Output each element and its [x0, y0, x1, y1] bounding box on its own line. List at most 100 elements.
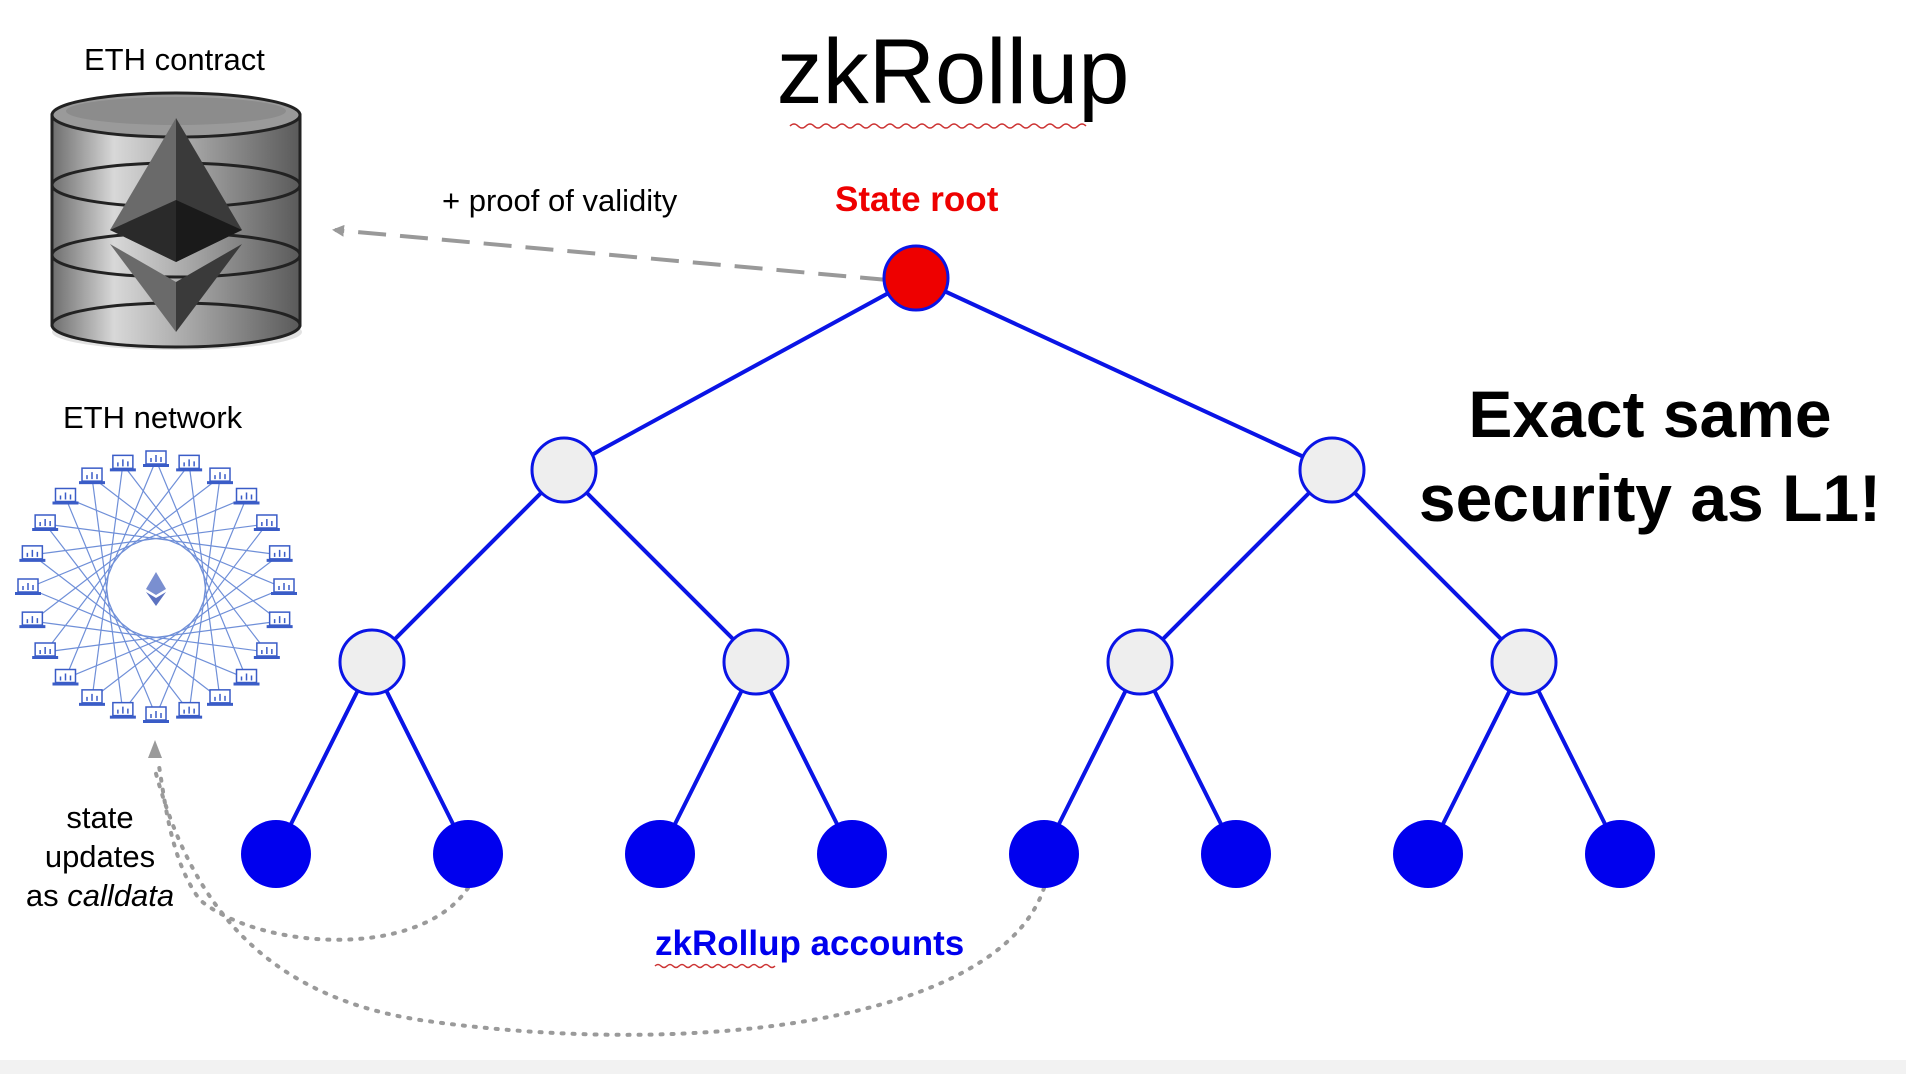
network-link — [44, 463, 190, 653]
account-leaf-node — [1585, 820, 1655, 888]
network-link — [65, 496, 285, 589]
internal-node — [1490, 628, 1558, 696]
tree-edge — [1138, 468, 1334, 664]
laptop-icon — [15, 578, 41, 595]
laptop-icon — [19, 545, 46, 562]
state-updates-line-1: state — [66, 800, 134, 835]
state-root-node — [882, 244, 950, 312]
state-root-label: State root — [835, 180, 999, 219]
laptop-icon — [253, 642, 280, 659]
tree-edge — [1138, 661, 1238, 855]
tree-edge — [658, 661, 758, 855]
eth-network-ring-icon — [15, 450, 297, 723]
laptop-icon — [207, 689, 233, 706]
network-link — [122, 523, 268, 713]
ethereum-icon — [146, 572, 166, 595]
account-leaf-node — [1009, 820, 1079, 888]
network-link — [65, 587, 285, 680]
page-title: zkRollup — [776, 21, 1130, 123]
laptop-icon — [19, 611, 46, 629]
tree-edge — [1522, 661, 1622, 855]
state-updates-label: state updates as calldata — [20, 798, 180, 915]
network-link — [44, 523, 190, 713]
laptop-icon — [143, 706, 169, 723]
tree-edge — [370, 468, 566, 664]
laptop-icon — [52, 668, 79, 686]
proof-arrow — [332, 224, 889, 282]
network-link — [122, 463, 268, 653]
laptop-icon — [176, 701, 203, 719]
account-leaf-node — [433, 820, 503, 888]
tree-edge — [1426, 661, 1526, 855]
footer-bar — [0, 1060, 1906, 1074]
network-link — [45, 523, 280, 556]
laptop-icon — [109, 454, 136, 472]
network-link — [31, 554, 221, 700]
tree-edge — [1042, 661, 1142, 855]
tree-edge — [754, 661, 854, 855]
network-link — [45, 620, 280, 653]
network-link — [188, 464, 221, 699]
laptop-icon — [233, 668, 260, 686]
laptop-icon — [266, 611, 293, 629]
ethereum-icon — [146, 592, 166, 606]
headline-line-2: security as L1! — [1418, 461, 1882, 535]
internal-node — [1106, 628, 1174, 696]
network-link — [31, 476, 221, 622]
laptop-icon — [143, 450, 169, 467]
tree-edge — [563, 276, 917, 472]
state-updates-line-3: as calldata — [25, 878, 175, 913]
account-leaf-node — [1201, 820, 1271, 888]
state-updates-line-2: updates — [44, 839, 156, 874]
network-link — [32, 620, 267, 653]
tree-edges — [274, 276, 1622, 855]
ethereum-database-icon — [50, 91, 302, 350]
zkrollup-accounts-label: zkRollup accounts — [655, 924, 965, 963]
laptop-icon — [176, 454, 203, 472]
laptop-icon — [207, 467, 233, 485]
tree-edge — [915, 276, 1333, 472]
laptop-icon — [32, 642, 59, 659]
network-link — [91, 477, 124, 712]
proof-of-validity-label: + proof of validity — [442, 183, 678, 218]
laptop-icon — [79, 689, 105, 706]
internal-node — [1298, 436, 1366, 504]
internal-node — [722, 628, 790, 696]
calldata-arrowhead — [148, 740, 162, 758]
network-link — [64, 459, 157, 679]
headline: Exact same security as L1! — [1410, 372, 1890, 540]
tree-edge — [274, 661, 374, 855]
network-link — [27, 587, 247, 680]
laptop-icon — [271, 578, 297, 595]
account-leaf-node — [625, 820, 695, 888]
network-link — [155, 459, 248, 679]
internal-node — [530, 436, 598, 504]
title-underline — [789, 123, 1087, 129]
accounts-underline — [654, 963, 776, 969]
network-link — [64, 497, 157, 717]
account-leaf-node — [241, 820, 311, 888]
tree-edge — [562, 468, 758, 664]
account-leaf-node — [1393, 820, 1463, 888]
internal-node — [338, 628, 406, 696]
laptop-icon — [266, 545, 293, 562]
network-link — [91, 464, 124, 699]
laptop-icon — [32, 514, 59, 531]
network-link — [155, 497, 248, 717]
laptop-icon — [253, 514, 280, 531]
laptop-icon — [109, 701, 136, 719]
network-link — [91, 476, 281, 622]
calldata-path-far — [153, 768, 1046, 1037]
network-link — [91, 554, 281, 700]
laptop-icon — [233, 487, 260, 505]
headline-line-1: Exact same — [1468, 377, 1832, 451]
laptop-icon — [79, 467, 105, 485]
laptop-icon — [52, 487, 79, 505]
eth-network-label: ETH network — [63, 400, 243, 435]
network-link — [27, 496, 247, 589]
network-link — [32, 523, 267, 556]
network-link — [188, 477, 221, 712]
eth-contract-label: ETH contract — [84, 42, 265, 77]
tree-edge — [370, 661, 470, 855]
